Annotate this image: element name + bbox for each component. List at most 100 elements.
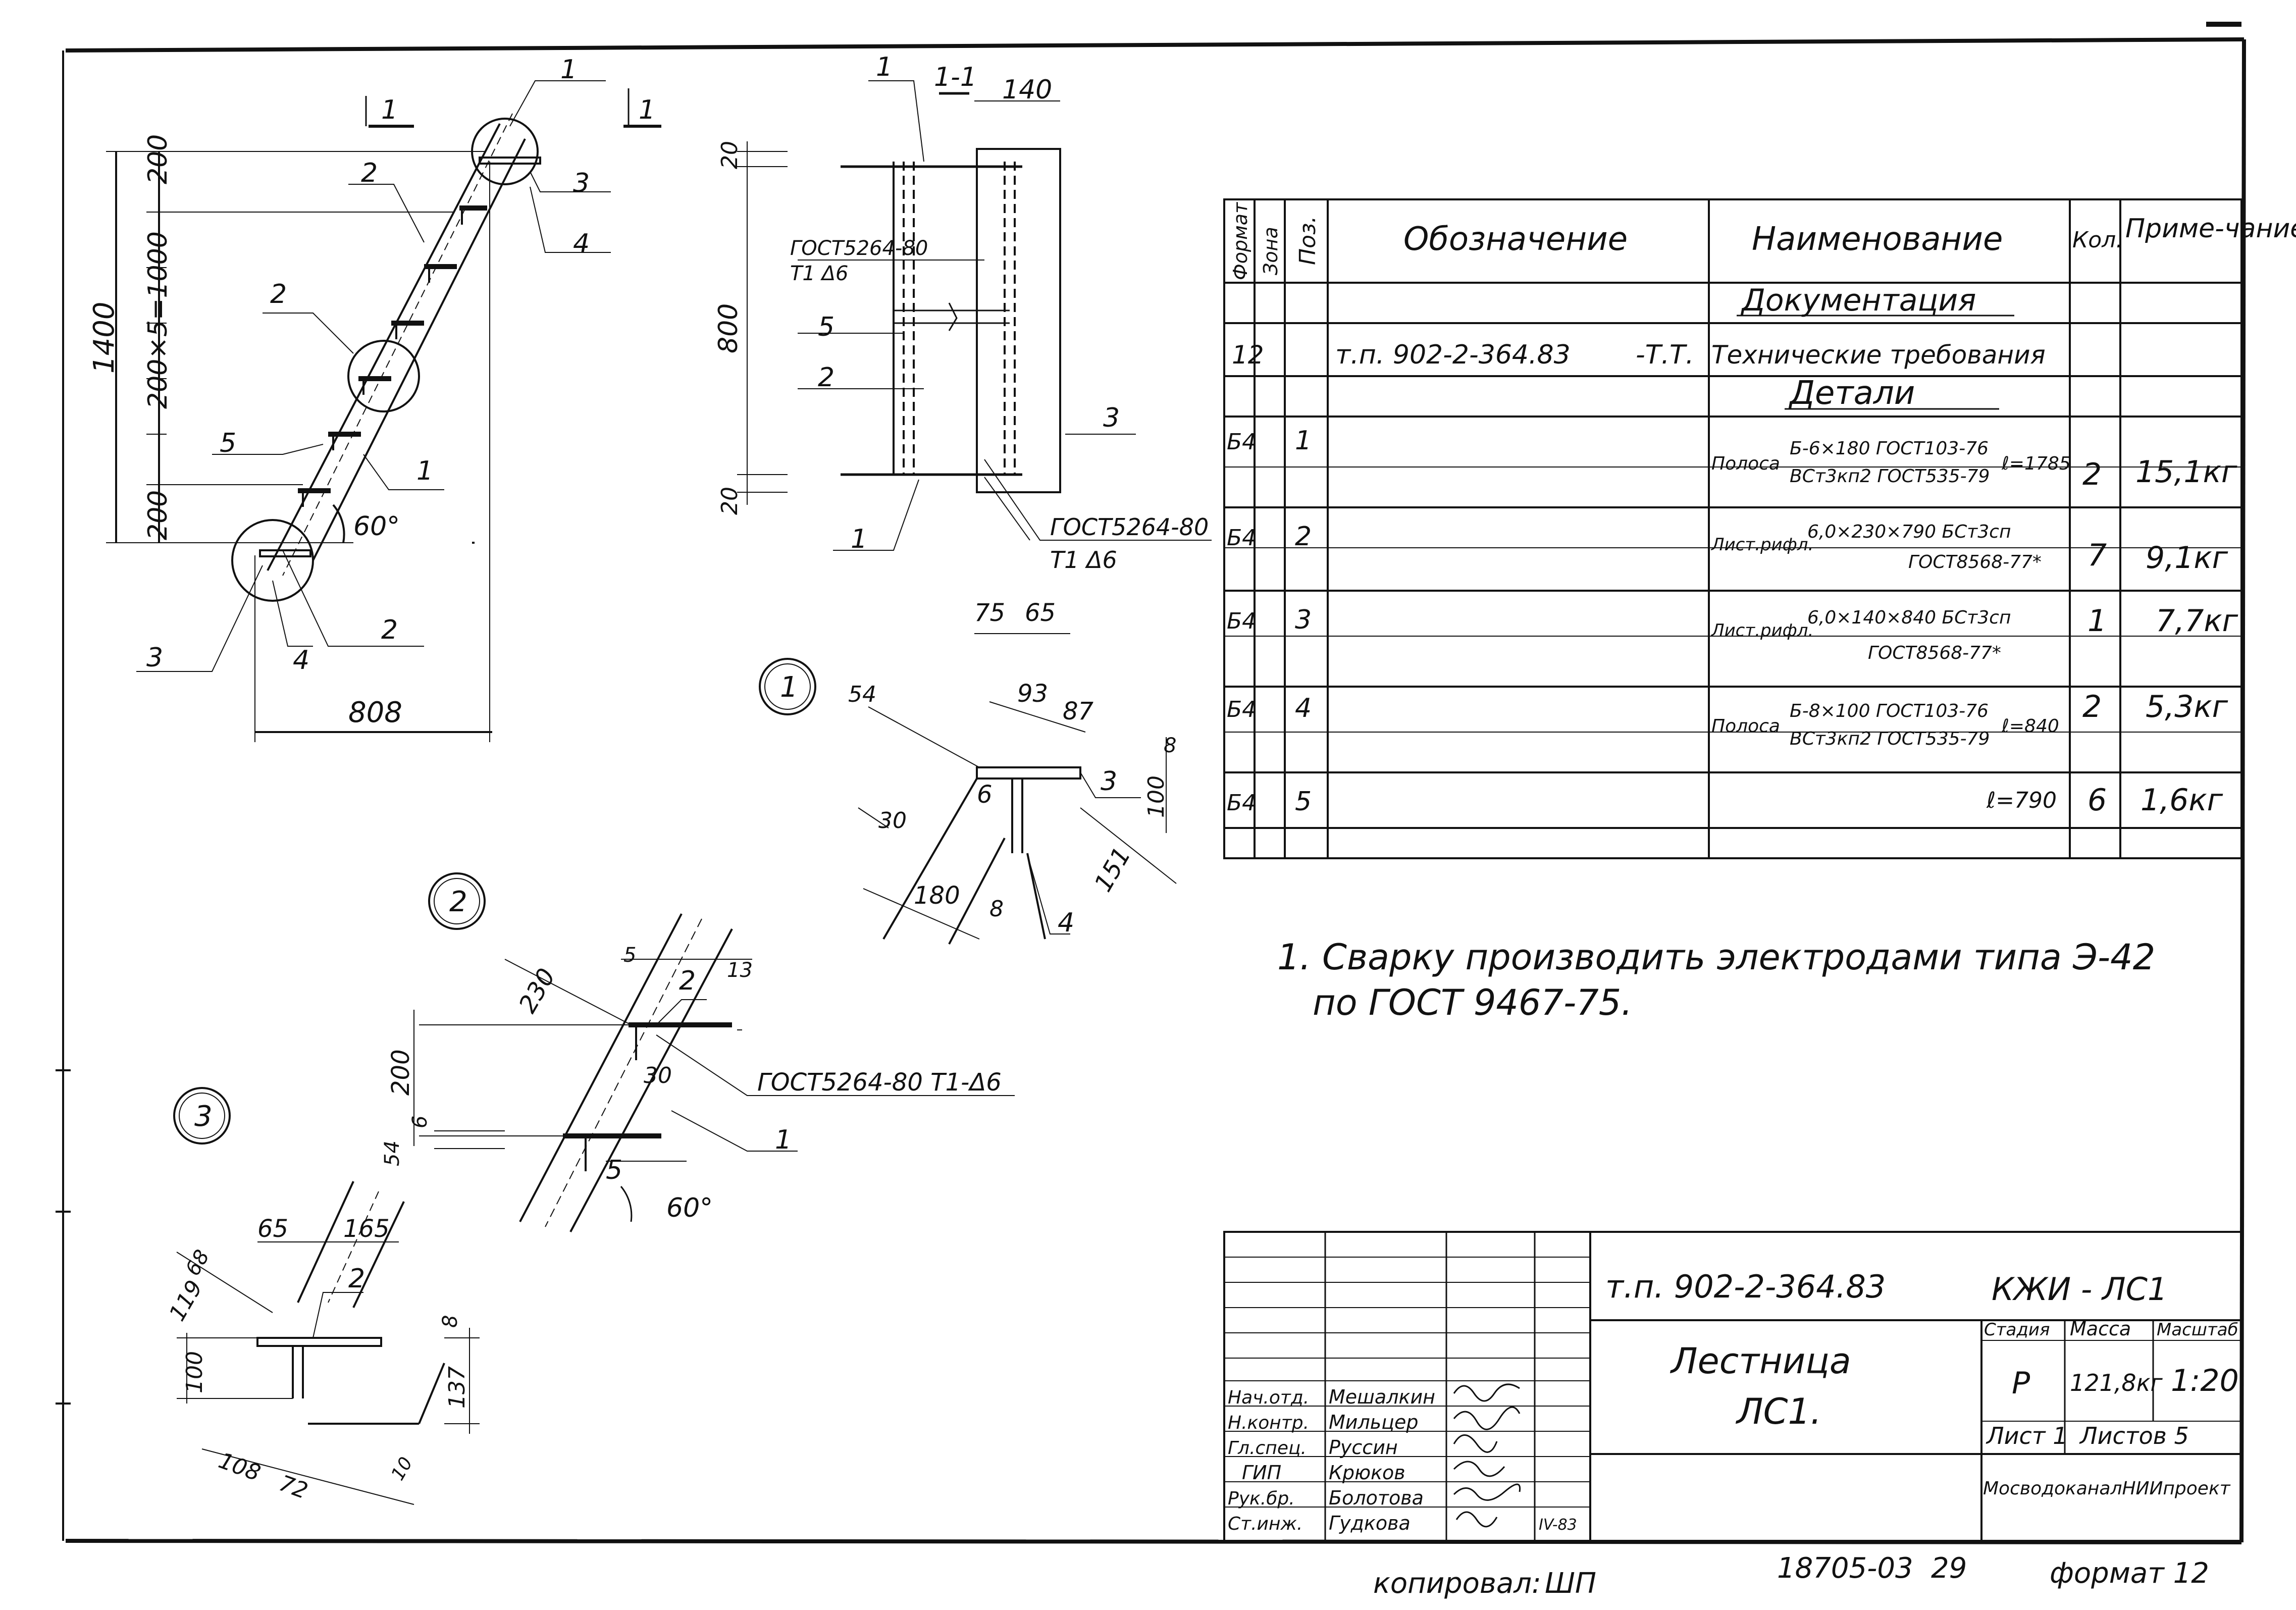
row-qty: 1 xyxy=(2088,603,2107,639)
hdr-zone: Зона xyxy=(1260,227,1282,275)
spec-row-5: Б4 5 ℓ=790 6 1,6кг xyxy=(1227,783,2223,818)
row-name-top: 6,0×230×790 БСт3сп xyxy=(1807,522,2011,542)
row-name-prefix: Полоса xyxy=(1711,453,1780,474)
staff-name-2: Мильцер xyxy=(1329,1411,1419,1433)
label-1a: 1 xyxy=(560,55,577,85)
row-name-prefix: Лист.рифл. xyxy=(1710,535,1813,555)
dim-total: 1400 xyxy=(88,301,121,374)
section-title: 1-1 xyxy=(934,62,977,92)
doc-designation: т.п. 902-2-364.83 xyxy=(1335,340,1571,370)
label-5a: 5 xyxy=(220,428,236,458)
d2-label-1: 1 xyxy=(775,1125,792,1155)
footer-format: формат 12 xyxy=(2050,1557,2209,1590)
row-name-top: Б-6×180 ГОСТ103-76 xyxy=(1790,438,1989,459)
sec-dim-bottom: 20 xyxy=(717,487,743,515)
row-qty: 6 xyxy=(2088,783,2107,818)
row-qty: 2 xyxy=(2082,689,2102,724)
row-name-bottom: ВСт3кп2 ГОСТ535-79 xyxy=(1790,729,1990,749)
weld-2-line2: Т1 Δ6 xyxy=(1050,546,1117,574)
d3-dim-10: 10 xyxy=(387,1453,416,1484)
row-name-bottom: ВСт3кп2 ГОСТ535-79 xyxy=(1790,466,1990,487)
d3-dim-119: 119 xyxy=(164,1276,207,1325)
label-3b: 3 xyxy=(146,643,163,673)
d1-dim-75: 75 xyxy=(974,599,1005,627)
section-details: Детали xyxy=(1788,375,1915,412)
label-1b: 1 xyxy=(416,456,433,486)
row-note: 5,3кг xyxy=(2146,689,2228,724)
d1-dim-54: 54 xyxy=(848,682,876,707)
row-length: ℓ=840 xyxy=(2001,716,2059,737)
d1-dim-180: 180 xyxy=(914,881,960,910)
row-note: 9,1кг xyxy=(2146,540,2228,576)
row-name-prefix: Лист.рифл. xyxy=(1710,620,1813,641)
label-4b: 4 xyxy=(293,645,309,676)
sec-label-1b: 1 xyxy=(851,524,867,554)
tb-date: IV-83 xyxy=(1539,1516,1577,1534)
label-2c: 2 xyxy=(381,615,398,645)
detail-3-circle xyxy=(231,519,314,602)
footer-copied: копировал: xyxy=(1373,1567,1541,1600)
tb-scale-label: Масштаб xyxy=(2157,1320,2238,1340)
spec-table xyxy=(1223,198,2242,859)
section-1-1-text: 1-1 140 20 800 20 ГОСТ5264-80 Т1 Δ6 ГОСТ… xyxy=(713,52,1209,574)
label-4a: 4 xyxy=(573,229,590,259)
row-format: Б4 xyxy=(1227,525,1256,551)
d1-dim-93: 93 xyxy=(1017,680,1048,708)
row-pos: 3 xyxy=(1295,605,1312,635)
label-3a: 3 xyxy=(573,168,590,198)
d1-dim-30: 30 xyxy=(878,808,907,834)
dim-width: 808 xyxy=(348,696,402,729)
row-name-top: 6,0×140×840 БСт3сп xyxy=(1807,607,2011,628)
callout-2: 2 xyxy=(449,886,467,918)
sec-label-1a: 1 xyxy=(876,52,893,82)
tb-drawing-code: КЖИ - ЛС1 xyxy=(1992,1271,2167,1308)
staff-name-4: Крюков xyxy=(1329,1462,1405,1484)
d2-dim-30: 30 xyxy=(644,1063,672,1088)
row-length: ℓ=1785 xyxy=(2001,453,2071,474)
row-note: 15,1кг xyxy=(2135,454,2237,490)
staff-role-4: ГИП xyxy=(1242,1462,1281,1484)
d1-dim-151: 151 xyxy=(1089,843,1136,897)
footer-copied-sig: ШП xyxy=(1545,1567,1596,1600)
row-length: ℓ=790 xyxy=(1986,788,2057,813)
general-note: 1. Сварку производить электродами типа Э… xyxy=(1277,937,2155,1023)
detail-2-circle xyxy=(347,340,420,412)
spec-row-4: Б4 4 Полоса Б-8×100 ГОСТ103-76 ВСт3кп2 Г… xyxy=(1227,689,2228,749)
d2-dim-230: 230 xyxy=(513,964,561,1018)
row-name-prefix: Полоса xyxy=(1711,716,1780,737)
section-mark-left: 1 xyxy=(381,95,398,125)
detail-1 xyxy=(759,633,1177,945)
weld-1-line1: ГОСТ5264-80 xyxy=(790,237,928,260)
d3-dim-100: 100 xyxy=(182,1351,207,1393)
footer-number: 18705-03 xyxy=(1777,1552,1913,1585)
d3-dim-65: 65 xyxy=(257,1215,288,1243)
spec-table-text: Формат Зона Поз. Обозначение Наименовани… xyxy=(1227,201,2296,818)
tb-scale: 1:20 xyxy=(2171,1363,2239,1398)
staff-name-3: Руссин xyxy=(1329,1436,1398,1459)
detail-3-text: 3 65 165 68 119 100 8 137 108 72 10 2 xyxy=(164,1100,470,1504)
dim-top: 200 xyxy=(143,134,173,184)
doc-suffix: -Т.Т. xyxy=(1636,340,1694,370)
d2-weld: ГОСТ5264-80 Т1-Δ6 xyxy=(757,1068,1002,1097)
note-line-2: по ГОСТ 9467-75. xyxy=(1313,982,1633,1023)
row-format: Б4 xyxy=(1227,608,1256,634)
footer: копировал: ШП 18705-03 29 формат 12 xyxy=(1373,1552,2209,1600)
hdr-designation: Обозначение xyxy=(1403,221,1628,258)
row-name-bottom: ГОСТ8568-77* xyxy=(1908,552,2042,573)
tb-org: МосводоканалНИИпроект xyxy=(1983,1478,2231,1499)
d3-label-2: 2 xyxy=(348,1264,365,1294)
sec-dim-top: 20 xyxy=(717,141,743,169)
row-name-bottom: ГОСТ8568-77* xyxy=(1868,643,2001,663)
section-1-1 xyxy=(737,80,1212,551)
hdr-format: Формат xyxy=(1229,201,1251,280)
tb-stage-label: Стадия xyxy=(1984,1320,2050,1340)
tb-title-line1: Лестница xyxy=(1669,1340,1851,1382)
label-2b: 2 xyxy=(270,279,287,309)
row-pos: 5 xyxy=(1295,787,1312,817)
row-qty: 2 xyxy=(2082,457,2102,492)
sec-label-2: 2 xyxy=(818,362,834,393)
tb-mass-label: Масса xyxy=(2070,1318,2131,1340)
tb-title-line2: ЛС1. xyxy=(1735,1391,1821,1432)
weld-2-line1: ГОСТ5264-80 xyxy=(1050,513,1209,541)
doc-format: 12 xyxy=(1232,340,1264,370)
